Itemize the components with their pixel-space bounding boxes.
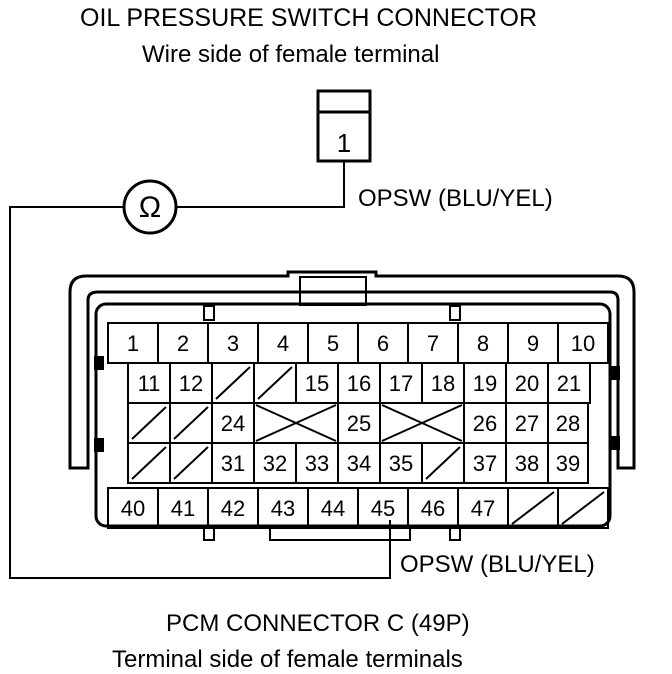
opsw-wire-label-bottom: OPSW (BLU/YEL) [400,551,595,578]
terminal-blocked-r5-8-blocked-mark [511,491,555,525]
oil-switch-connector: 1 [316,89,372,163]
pcm-latch-top-right [449,305,461,321]
terminal-label: 9 [527,331,539,356]
terminal-label: 41 [171,496,195,521]
terminal-label: 2 [177,331,189,356]
terminal-label: 33 [305,451,329,476]
pcm-side-lock-2 [94,438,104,452]
terminal-label: 34 [347,451,371,476]
terminal-label: 46 [421,496,445,521]
ohmmeter: Ω [122,179,178,235]
terminal-label: 8 [477,331,489,356]
opsw-wire-label-top: OPSW (BLU/YEL) [358,185,553,212]
terminal-label: 6 [377,331,389,356]
terminal-label: 7 [427,331,439,356]
terminal-label: 12 [179,371,203,396]
pcm-outer-shell [68,270,636,470]
probe-wire-pcm [9,206,391,579]
terminal-label: 4 [277,331,289,356]
pcm-inner-body [94,302,612,528]
terminal-label: 3 [227,331,239,356]
terminal-blocked-r5-9-blocked-mark [561,491,605,525]
pcm-connector-subtitle: Terminal side of female terminals [112,646,463,673]
ohm-symbol: Ω [139,191,161,224]
terminal-label: 28 [556,411,580,436]
oil-switch-title: OIL PRESSURE SWITCH CONNECTOR [80,4,537,32]
terminal-label: 25 [347,411,371,436]
oil-switch-terminal-1: 1 [337,128,351,158]
terminal-label: 20 [515,371,539,396]
terminal-label: 27 [515,411,539,436]
terminal-label: 26 [473,411,497,436]
pcm-latch-top-left [203,305,215,321]
terminal-label: 38 [515,451,539,476]
terminal-label: 1 [127,331,139,356]
terminal-label: 40 [121,496,145,521]
terminal-label: 42 [221,496,245,521]
terminal-label: 11 [138,371,161,396]
terminal-label: 35 [389,451,413,476]
terminal-crossed-r3-a-cross-b [255,404,337,442]
oil-switch-subtitle: Wire side of female terminal [142,41,440,68]
terminal-blocked-r2-3-blocked-mark [257,366,293,400]
terminal-label: 37 [473,451,497,476]
terminal-blocked-r4-1-blocked-mark [173,446,209,480]
probe-wires [9,161,391,579]
probe-wire-switch [176,161,345,208]
pcm-side-lock-3 [610,366,620,380]
terminal-blocked-r2-2-blocked-mark [215,366,251,400]
terminal-label: 32 [263,451,287,476]
terminal-blocked-r5-9 [557,487,609,529]
terminal-blocked-r4-0-blocked-mark [131,446,167,480]
terminal-crossed-r3-b-cross-b [381,404,463,442]
pcm-connector-housing [68,270,636,541]
terminal-label: 19 [473,371,497,396]
pcm-side-lock-4 [610,436,620,450]
pcm-side-lock-1 [94,356,104,370]
pcm-latch-bottom-right [449,525,461,541]
terminal-label: 10 [571,331,595,356]
terminal-blocked-r4-2-blocked-mark [425,446,461,480]
terminal-label: 15 [305,371,329,396]
terminal-label: 45 [371,496,395,521]
terminal-label: 21 [557,371,581,396]
terminal-label: 18 [431,371,455,396]
pcm-bottom-key [269,526,411,541]
terminal-label: 43 [271,496,295,521]
terminal-blocked-r3-0-blocked-mark [131,406,167,440]
terminal-label: 16 [347,371,371,396]
terminal-39 [547,442,589,484]
terminal-label: 44 [321,496,345,521]
pcm-connector-title: PCM CONNECTOR C (49P) [166,610,470,637]
terminal-label: 17 [389,371,413,396]
terminal-label: 39 [556,451,580,476]
terminal-label: 24 [221,411,245,436]
terminal-label: 5 [327,331,339,356]
terminal-blocked-r3-1-blocked-mark [173,406,209,440]
terminal-label: 47 [471,496,495,521]
terminal-label: 31 [221,451,245,476]
